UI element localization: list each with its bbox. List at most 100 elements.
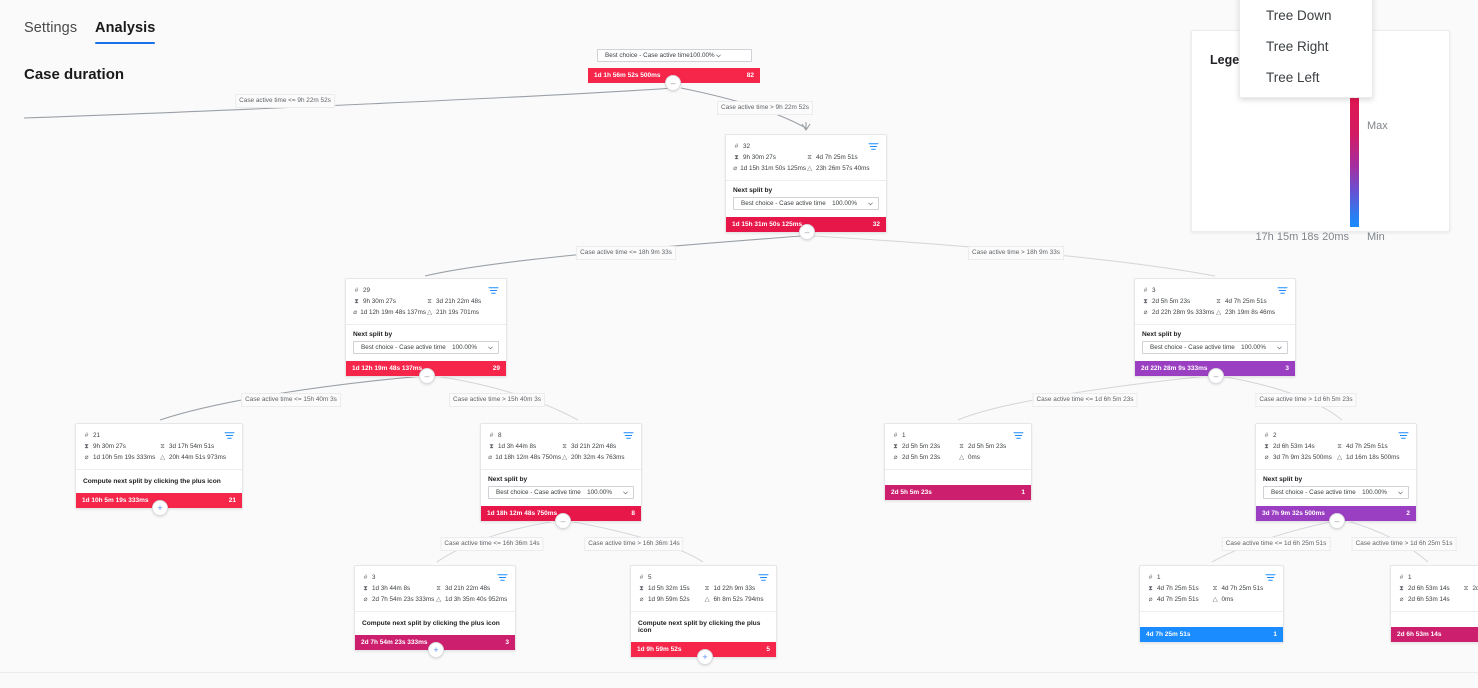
tree-node-21[interactable]: #21 ⧗9h 30m 27s ⧖3d 17h 54m 51s ⌀1d 10h … bbox=[75, 423, 243, 516]
filter-icon[interactable] bbox=[1398, 431, 1409, 440]
filter-icon[interactable] bbox=[868, 142, 879, 151]
spacer bbox=[1140, 612, 1283, 627]
node-bar[interactable]: 2d 7h 54m 23s 333ms 3 + bbox=[355, 635, 515, 658]
node-count: 29 bbox=[492, 365, 500, 372]
divider bbox=[355, 611, 515, 612]
node-bar-value: 2d 7h 54m 23s 333ms bbox=[361, 639, 428, 646]
filter-icon[interactable] bbox=[488, 286, 499, 295]
root-next-split-select[interactable]: Best choice - Case active time 100.00% bbox=[597, 49, 752, 62]
max-icon: ⧖ bbox=[160, 443, 165, 450]
node-bar[interactable]: 1d 9h 59m 52s 5 + bbox=[631, 642, 776, 665]
next-split-label: Next split by bbox=[733, 187, 773, 194]
max-icon: ⧖ bbox=[1216, 298, 1221, 305]
node-max: 3d 17h 54m 51s bbox=[169, 443, 215, 450]
node-bar[interactable]: 4d 7h 25m 51s 1 bbox=[1140, 627, 1283, 642]
node-max: 3d 21h 22m 48s bbox=[436, 298, 482, 305]
edge-label: Case active time > 18h 9m 33s bbox=[968, 246, 1064, 260]
tab-settings[interactable]: Settings bbox=[24, 20, 78, 36]
next-split-label: Next split by bbox=[1142, 331, 1182, 338]
node-count: 5 bbox=[766, 646, 770, 653]
mean-icon: ⌀ bbox=[893, 454, 898, 461]
node-max: 3d 21h 22m 48s bbox=[571, 443, 617, 450]
node-bar[interactable]: 1d 18h 12m 48s 750ms 8 – bbox=[481, 506, 641, 529]
tree-node-5[interactable]: #5 ⧗1d 5h 32m 15s ⧖1d 22h 9m 33s ⌀1d 9h … bbox=[630, 565, 777, 665]
collapse-toggle[interactable]: – bbox=[1329, 513, 1345, 529]
next-split-select[interactable]: Best choice - Case active time 100.00% bbox=[733, 197, 879, 210]
tree-node-2[interactable]: #2 ⧗2d 6h 53m 14s ⧖4d 7h 25m 51s ⌀3d 7h … bbox=[1255, 423, 1417, 529]
node-mean: 1d 15h 31m 50s 125ms bbox=[740, 165, 806, 172]
node-stdev: 0ms bbox=[1221, 596, 1234, 603]
edge-label: Case active time > 15h 40m 3s bbox=[449, 393, 545, 407]
tree-orientation-dropdown[interactable]: Tree Up Tree Down Tree Right Tree Left bbox=[1239, 0, 1373, 98]
next-split-select[interactable]: Best choice - Case active time 100.00% bbox=[488, 486, 634, 499]
edge-label: Case active time > 16h 36m 14s bbox=[584, 537, 684, 551]
collapse-toggle[interactable]: – bbox=[419, 368, 435, 384]
max-icon: ⧖ bbox=[959, 443, 964, 450]
filter-icon[interactable] bbox=[1013, 431, 1024, 440]
node-bar[interactable]: 1d 10h 5m 19s 333ms 21 + bbox=[76, 493, 242, 516]
node-count: 21 bbox=[93, 432, 101, 439]
stdev-icon: △ bbox=[1212, 596, 1218, 603]
filter-icon[interactable] bbox=[224, 431, 235, 440]
filter-icon[interactable] bbox=[623, 431, 634, 440]
spacer bbox=[1391, 612, 1478, 627]
filter-icon[interactable] bbox=[1265, 573, 1276, 582]
edge-label: Case active time > 1d 6h 25m 51s bbox=[1351, 537, 1457, 551]
collapse-toggle[interactable]: – bbox=[665, 75, 681, 91]
next-split-select[interactable]: Best choice - Case active time 100.00% bbox=[1263, 486, 1409, 499]
collapse-toggle[interactable]: – bbox=[799, 224, 815, 240]
menu-item-tree-left[interactable]: Tree Left bbox=[1266, 70, 1320, 85]
min-icon: ⧗ bbox=[84, 443, 89, 450]
node-count: 2 bbox=[1273, 432, 1277, 439]
tree-node-32[interactable]: #32 ⧗9h 30m 27s ⧖4d 7h 25m 51s ⌀1d 15h 3… bbox=[725, 134, 887, 240]
tree-node-29[interactable]: #29 ⧗9h 30m 27s ⧖3d 21h 22m 48s ⌀1d 12h … bbox=[345, 278, 507, 384]
edge-label: Case active time <= 9h 22m 52s bbox=[235, 94, 335, 108]
collapse-toggle[interactable]: – bbox=[1208, 368, 1224, 384]
hash-icon: # bbox=[363, 574, 368, 581]
filter-icon[interactable] bbox=[1277, 286, 1288, 295]
page-title: Case duration bbox=[24, 66, 125, 83]
node-mean: 2d 7h 54m 23s 333ms bbox=[372, 596, 435, 603]
node-bar-value: 4d 7h 25m 51s bbox=[1146, 631, 1191, 638]
node-mean: 3d 7h 9m 32s 500ms bbox=[1273, 454, 1332, 461]
hash-icon: # bbox=[84, 432, 89, 439]
mean-icon: ⌀ bbox=[1399, 596, 1404, 603]
menu-item-tree-down[interactable]: Tree Down bbox=[1266, 8, 1332, 23]
node-bar[interactable]: 3d 7h 9m 32s 500ms 2 – bbox=[1256, 506, 1416, 529]
add-split-button[interactable]: + bbox=[152, 500, 168, 516]
next-split-label: Next split by bbox=[1263, 476, 1303, 483]
tree-node-3-bottom[interactable]: #3 ⧗1d 3h 44m 8s ⧖3d 21h 22m 48s ⌀2d 7h … bbox=[354, 565, 516, 658]
next-split-select[interactable]: Best choice - Case active time 100.00% bbox=[1142, 341, 1288, 354]
mean-icon: ⌀ bbox=[363, 596, 368, 603]
tree-node-root[interactable]: 1d 1h 56m 52s 500ms 82 – bbox=[588, 68, 760, 91]
next-split-select[interactable]: Best choice - Case active time 100.00% bbox=[353, 341, 499, 354]
filter-icon[interactable] bbox=[758, 573, 769, 582]
node-max: 2d 6h 53m 14s bbox=[1472, 585, 1478, 592]
menu-item-tree-right[interactable]: Tree Right bbox=[1266, 39, 1329, 54]
tree-node-1-c[interactable]: #1 ⧗2d 6h 53m 14s ⧖2d 6h 53m 14s ⌀2d 6h … bbox=[1390, 565, 1478, 643]
tree-node-1-b[interactable]: #1 ⧗4d 7h 25m 51s ⧖4d 7h 25m 51s ⌀4d 7h … bbox=[1139, 565, 1284, 643]
node-count: 1 bbox=[1273, 631, 1277, 638]
filter-icon[interactable] bbox=[497, 573, 508, 582]
node-bar[interactable]: 2d 6h 53m 14s bbox=[1391, 627, 1478, 642]
node-bar[interactable]: 1d 15h 31m 50s 125ms 32 – bbox=[726, 217, 886, 240]
tree-node-1-a[interactable]: #1 ⧗2d 5h 5m 23s ⧖2d 5h 5m 23s ⌀2d 5h 5m… bbox=[884, 423, 1032, 501]
node-bar[interactable]: 1d 1h 56m 52s 500ms 82 – bbox=[588, 68, 760, 91]
node-bar[interactable]: 2d 22h 28m 9s 333ms 3 – bbox=[1135, 361, 1295, 384]
node-bar[interactable]: 1d 12h 19m 48s 137ms 29 – bbox=[346, 361, 506, 384]
tree-node-3-right[interactable]: #3 ⧗2d 5h 5m 23s ⧖4d 7h 25m 51s ⌀2d 22h … bbox=[1134, 278, 1296, 384]
tab-analysis[interactable]: Analysis bbox=[95, 20, 156, 44]
divider bbox=[1256, 469, 1416, 470]
node-count: 8 bbox=[631, 510, 635, 517]
node-max: 4d 7h 25m 51s bbox=[1225, 298, 1267, 305]
add-split-button[interactable]: + bbox=[697, 649, 713, 665]
tree-node-8[interactable]: #8 ⧗1d 3h 44m 8s ⧖3d 21h 22m 48s ⌀1d 18h… bbox=[480, 423, 642, 529]
select-value: Best choice - Case active time bbox=[605, 52, 690, 59]
add-split-button[interactable]: + bbox=[428, 642, 444, 658]
next-split-block: Next split by Best choice - Case active … bbox=[1135, 325, 1295, 361]
node-min: 9h 30m 27s bbox=[743, 154, 776, 161]
divider bbox=[481, 469, 641, 470]
node-mean: 1d 12h 19m 48s 137ms bbox=[360, 309, 426, 316]
collapse-toggle[interactable]: – bbox=[555, 513, 571, 529]
node-bar[interactable]: 2d 5h 5m 23s 1 bbox=[885, 485, 1031, 500]
